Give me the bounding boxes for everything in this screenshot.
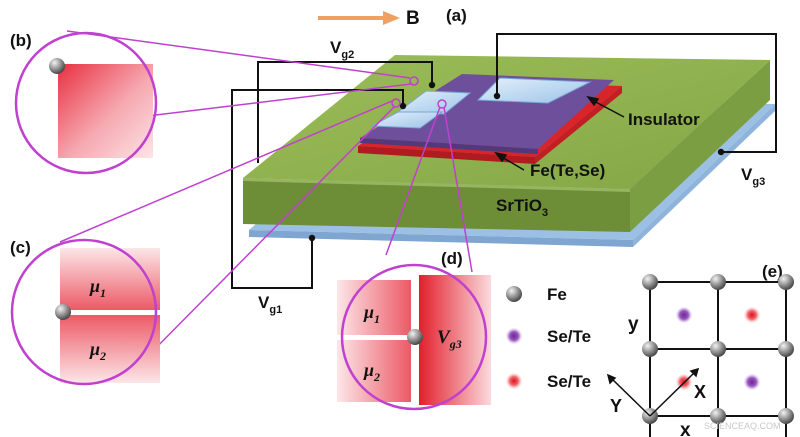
atom-legend: Fe Se/Te Se/Te [506, 285, 591, 391]
substrate-label: SrTiO3 [496, 196, 548, 219]
vg3-label: Vg3 [741, 165, 765, 188]
panel-label-c: (c) [10, 238, 31, 257]
fe-atom-c [55, 304, 71, 320]
panel-label-a: (a) [446, 6, 467, 25]
mu1-label-d: μ1 [363, 302, 380, 326]
insulator-label: Insulator [628, 110, 700, 129]
legend-sete-purple-marker [506, 328, 522, 344]
sete-atom-red-1 [744, 307, 760, 323]
gate-electrode-right [370, 111, 444, 129]
mu1-label-c: μ1 [89, 276, 106, 300]
sete-atom-purple-2 [744, 374, 760, 390]
legend-fe-label: Fe [547, 285, 567, 304]
probe-circle-b [409, 76, 419, 86]
panel-label-b: (b) [10, 31, 32, 50]
axis-label-x: x [680, 420, 691, 437]
probe-circle-d [437, 99, 447, 109]
legend-sete-red-marker [506, 373, 522, 389]
inset-b: (b) [10, 31, 158, 175]
probe-circle-c [391, 98, 401, 108]
magnetic-field-indicator: B [318, 8, 420, 29]
top-gate-electrode [476, 77, 592, 104]
substrate-side-front [243, 178, 630, 232]
substrate-side-right [630, 60, 770, 232]
axis-label-Y: Y [610, 396, 622, 416]
inset-d: (d) μ1 μ2 Vg3 [337, 249, 491, 411]
fe-atom-b [49, 58, 65, 74]
fetese-label: Fe(Te,Se) [530, 161, 605, 180]
panel-label-e: (e) [762, 262, 783, 281]
mu2-label-d: μ2 [363, 360, 380, 384]
legend-sete-purple-label: Se/Te [547, 327, 591, 346]
panel-label-d: (d) [441, 249, 463, 268]
sete-atom-purple-1 [676, 307, 692, 323]
axis-label-X: X [694, 382, 706, 402]
vg1-label: Vg1 [258, 293, 282, 316]
vg2-label: Vg2 [330, 38, 354, 61]
watermark: SCIENCEAQ.COM [704, 421, 781, 431]
inset-c: (c) μ1 μ2 [10, 238, 160, 386]
fe-atom-d [407, 329, 423, 345]
field-label: B [406, 8, 420, 29]
legend-sete-red-label: Se/Te [547, 372, 591, 391]
inset-e-lattice: (e) y [606, 262, 794, 437]
legend-fe-marker [506, 286, 522, 302]
mu2-label-c: μ2 [89, 339, 106, 363]
device-schematic: Insulator Fe(Te,Se) SrTiO3 Vg2 Vg3 Vg1 [59, 30, 777, 365]
axis-label-y: y [628, 314, 639, 335]
vg3-label-d: Vg3 [437, 327, 462, 351]
